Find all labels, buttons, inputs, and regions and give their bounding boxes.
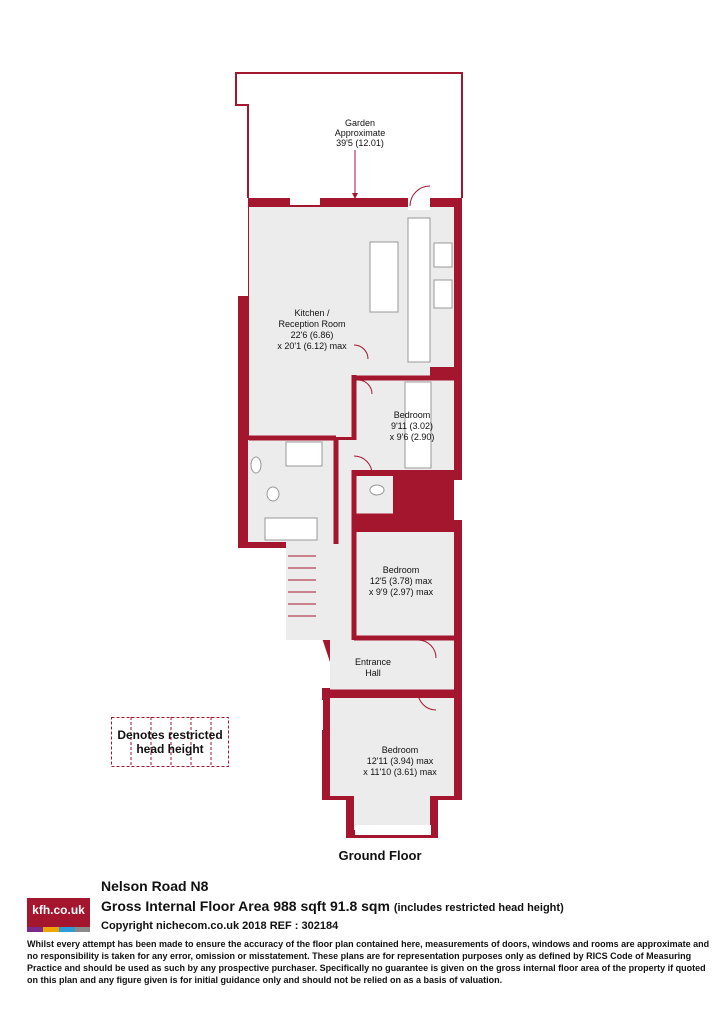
door-openings <box>290 176 462 835</box>
bedroom-2-dimension-2: x 9'9 (2.97) max <box>369 587 434 597</box>
logo-text: kfh.co.uk <box>32 903 85 917</box>
stairs <box>288 555 316 617</box>
floor-title: Ground Floor <box>338 848 422 863</box>
garden-dimension: 39'5 (12.01) <box>336 138 384 148</box>
legend-hatch <box>111 717 229 767</box>
door-swings <box>353 185 447 711</box>
bedroom-3-dimension-2: x 11'10 (3.61) max <box>363 767 437 777</box>
garden-dimension-arrow <box>352 193 358 199</box>
bedroom-3-label: Bedroom <box>382 745 419 755</box>
legend-text: Denotes restricted head height <box>111 728 229 756</box>
bedroom-3-dimension: 12'11 (3.94) max <box>367 756 434 766</box>
wardrobe <box>404 381 432 469</box>
legend-line-1: Denotes restricted <box>117 728 223 742</box>
hob <box>433 279 453 309</box>
entrance-hall-label-line2: Hall <box>365 668 381 678</box>
logo-stripe-2 <box>43 927 59 932</box>
garden-label-line2: Approximate <box>335 128 386 138</box>
disclaimer: Whilst every attempt has been made to en… <box>27 939 710 985</box>
kitchen-label-line2: Reception Room <box>278 319 345 329</box>
logo-stripe-3 <box>59 927 75 932</box>
restricted-height-legend: Denotes restricted head height <box>111 717 229 767</box>
garden-label: Garden <box>345 118 375 128</box>
kitchen-island <box>369 241 399 313</box>
bedroom-1-dimension-2: x 9'6 (2.90) <box>390 432 435 442</box>
garden-outline <box>235 72 463 198</box>
property-name: Nelson Road N8 <box>101 878 209 894</box>
shower <box>285 441 323 467</box>
bedroom-1-label: Bedroom <box>394 410 431 420</box>
kfh-logo: kfh.co.uk <box>27 898 90 932</box>
floor-area-note: (includes restricted head height) <box>393 902 564 914</box>
toilet <box>266 486 280 502</box>
entrance-hall-label: Entrance <box>355 657 391 667</box>
kitchen-dimension-2: x 20'1 (6.12) max <box>277 341 347 351</box>
kitchen-dimension: 22'6 (6.86) <box>291 330 334 340</box>
wc-toilet <box>369 484 385 496</box>
logo-stripe-1 <box>27 927 43 932</box>
interior-walls <box>249 375 456 695</box>
legend-line-2: head height <box>136 742 204 756</box>
kitchen-label: Kitchen / <box>294 308 330 318</box>
bedroom-2-label: Bedroom <box>383 565 420 575</box>
kitchen-worktop <box>407 217 431 363</box>
copyright: Copyright nichecom.co.uk 2018 REF : 3021… <box>101 920 339 932</box>
logo-stripe-4 <box>75 927 90 932</box>
basin <box>250 456 262 474</box>
room-labels: Garden Approximate 39'5 (12.01) Kitchen … <box>277 118 437 777</box>
bedroom-2-dimension: 12'5 (3.78) max <box>370 576 433 586</box>
bedroom-1-dimension: 9'11 (3.02) <box>391 421 433 431</box>
room-fills <box>248 207 454 830</box>
bath <box>264 517 318 541</box>
fixtures <box>250 217 453 541</box>
sink <box>433 242 453 268</box>
floor-area-text: Gross Internal Floor Area 988 sqft 91.8 … <box>101 898 390 914</box>
floor-area: Gross Internal Floor Area 988 sqft 91.8 … <box>101 898 564 914</box>
